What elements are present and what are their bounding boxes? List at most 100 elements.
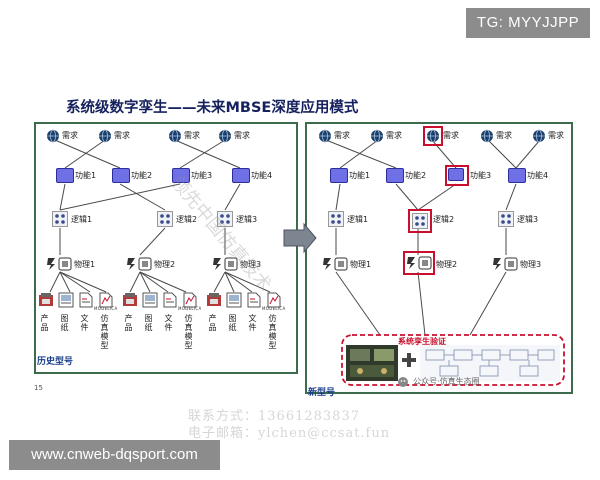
- logic-block-icon: [52, 211, 68, 227]
- artifact-simulation-label: 仿真模型: [184, 314, 193, 350]
- logic-label: 逻辑1: [347, 215, 369, 224]
- artifact-document-label: 文件: [80, 314, 89, 332]
- function-icon: [330, 168, 348, 183]
- logic-block-icon: [412, 213, 428, 229]
- cabinet-image: [346, 345, 398, 381]
- function-label: 功能1: [75, 171, 97, 180]
- transfer-arrow: [283, 222, 317, 254]
- artifact-document-label: 文件: [164, 314, 173, 332]
- artifact-group-2: 产品 图纸 文件 仿真模型 MODELICA: [120, 292, 206, 354]
- function-label: 功能4: [527, 171, 549, 180]
- globe-icon: [371, 129, 383, 143]
- function-label: 功能2: [131, 171, 153, 180]
- contact-phone: 联系方式：13661283837: [188, 409, 360, 424]
- physical-component-icon: [323, 257, 348, 271]
- requirement-label: 需求: [443, 131, 459, 140]
- wechat-mark-text: 公众号·仿真生态圈: [413, 377, 480, 386]
- globe-icon: [99, 129, 111, 143]
- artifact-group-1: 产品 图纸 文件 仿真模型 MODELICA: [36, 292, 122, 354]
- globe-icon: [533, 129, 545, 143]
- function-icon: [172, 168, 190, 183]
- physical-label: 物理2: [436, 260, 458, 269]
- verification-label: 系统孪生验证: [398, 337, 446, 346]
- wechat-icon: [398, 376, 408, 387]
- globe-icon: [219, 129, 231, 143]
- product-icon: [123, 293, 137, 306]
- physical-label: 物理2: [154, 260, 176, 269]
- function-icon: [232, 168, 250, 183]
- bottom-left-tag: www.cnweb-dqsport.com: [9, 440, 220, 470]
- function-icon: [448, 168, 464, 181]
- modelica-mark: MODELICA: [94, 306, 118, 311]
- function-label: 功能3: [470, 171, 492, 180]
- drawing-icon: [58, 292, 74, 308]
- product-icon: [207, 293, 221, 306]
- globe-icon: [427, 129, 439, 143]
- product-icon: [39, 293, 53, 306]
- simulation-model-icon: [99, 292, 113, 308]
- artifact-drawing-label: 图纸: [228, 314, 237, 332]
- document-icon: [247, 292, 261, 308]
- document-icon: [163, 292, 177, 308]
- modelica-mark: MODELICA: [262, 306, 286, 311]
- globe-icon: [319, 129, 331, 143]
- physical-component-icon: [47, 257, 72, 271]
- requirement-label: 需求: [234, 131, 250, 140]
- plus-icon: [402, 353, 416, 367]
- function-icon: [56, 168, 74, 183]
- logic-block-icon: [157, 211, 173, 227]
- logic-label: 逻辑1: [71, 215, 93, 224]
- slide-title: 系统级数字孪生——未来MBSE深度应用模式: [66, 100, 359, 116]
- function-label: 功能3: [191, 171, 213, 180]
- physical-component-icon: [407, 256, 432, 270]
- drawing-icon: [142, 292, 158, 308]
- function-icon: [112, 168, 130, 183]
- function-icon: [386, 168, 404, 183]
- physical-label: 物理3: [520, 260, 542, 269]
- function-icon: [508, 168, 526, 183]
- drawing-icon: [226, 292, 242, 308]
- physical-label: 物理1: [74, 260, 96, 269]
- history-panel: [34, 122, 298, 374]
- artifact-product-label: 产品: [208, 314, 217, 332]
- wechat-mark: 公众号·仿真生态圈: [398, 371, 480, 387]
- requirement-label: 需求: [114, 131, 130, 140]
- history-panel-label: 历史型号: [37, 357, 74, 367]
- physical-component-icon: [213, 257, 238, 271]
- artifact-simulation-label: 仿真模型: [268, 314, 277, 350]
- highlighted-function: [445, 165, 469, 186]
- globe-icon: [47, 129, 59, 143]
- globe-icon: [481, 129, 493, 143]
- document-icon: [79, 292, 93, 308]
- function-label: 功能4: [251, 171, 273, 180]
- requirement-label: 需求: [386, 131, 402, 140]
- artifact-product-label: 产品: [124, 314, 133, 332]
- physical-component-icon: [493, 257, 518, 271]
- logic-block-icon: [498, 211, 514, 227]
- physical-label: 物理3: [240, 260, 262, 269]
- contact-email: 电子邮箱：ylchen@ccsat.fun: [188, 426, 391, 441]
- logic-label: 逻辑2: [176, 215, 198, 224]
- requirement-label: 需求: [184, 131, 200, 140]
- requirement-label: 需求: [62, 131, 78, 140]
- function-label: 功能1: [349, 171, 371, 180]
- logic-label: 逻辑3: [517, 215, 539, 224]
- simulation-model-icon: [183, 292, 197, 308]
- highlighted-physical: [403, 251, 435, 275]
- new-model-panel-label: 新型号: [308, 388, 336, 398]
- requirement-label: 需求: [548, 131, 564, 140]
- logic-label: 逻辑3: [236, 215, 258, 224]
- highlighted-logic: [408, 209, 432, 233]
- logic-block-icon: [217, 211, 233, 227]
- artifact-drawing-label: 图纸: [144, 314, 153, 332]
- schematic-image: [420, 345, 560, 381]
- simulation-model-icon: [267, 292, 281, 308]
- artifact-document-label: 文件: [248, 314, 257, 332]
- artifact-simulation-label: 仿真模型: [100, 314, 109, 350]
- requirement-label: 需求: [496, 131, 512, 140]
- logic-block-icon: [328, 211, 344, 227]
- artifact-product-label: 产品: [40, 314, 49, 332]
- function-label: 功能2: [405, 171, 427, 180]
- modelica-mark: MODELICA: [178, 306, 202, 311]
